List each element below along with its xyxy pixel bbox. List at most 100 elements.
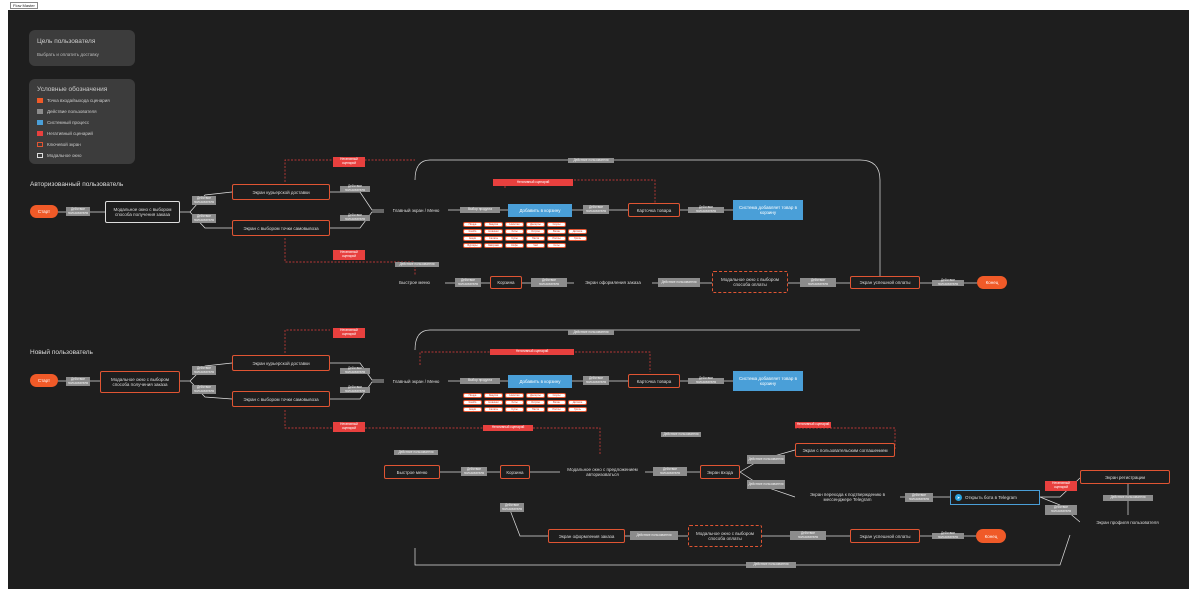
category-chip[interactable]: Паста	[526, 407, 545, 412]
category-chip[interactable]: Хиты	[505, 400, 524, 405]
action-label: Действие пользователя	[905, 493, 933, 502]
action-label: Действие пользователя	[932, 279, 964, 286]
action-label: Действие пользователя	[800, 278, 836, 287]
category-chip[interactable]: Комбо	[463, 229, 482, 234]
flow-auth-menu-screen[interactable]: Главный экран / Меню	[384, 203, 448, 217]
category-chip[interactable]: Детское	[568, 229, 587, 234]
flow-new-register[interactable]: Экран регистрации	[1080, 470, 1170, 484]
action-label: Действие пользователя	[746, 562, 796, 568]
flow-new-pickup-screen[interactable]: Экран с выбором точки самовывоза	[232, 391, 330, 407]
flow-new-menu-screen[interactable]: Главный экран / Меню	[384, 374, 448, 388]
action-label: Действие пользователя	[66, 206, 90, 216]
flow-new-start[interactable]: Старт	[30, 374, 58, 387]
action-label: Действие пользователя	[66, 376, 90, 386]
flow-new-end[interactable]: Конец	[976, 529, 1006, 543]
category-chip[interactable]: Кофе	[505, 243, 524, 248]
category-chip[interactable]: Паста	[526, 236, 545, 241]
category-chip[interactable]: Напитки	[505, 222, 524, 227]
legend-swatch-key-screen	[37, 142, 43, 147]
flow-new-agreement[interactable]: Экран с пользовательским соглашением	[795, 443, 895, 457]
action-label: Действие пользователя	[340, 386, 370, 393]
category-chip[interactable]: Чай	[526, 243, 545, 248]
flow-new-login-screen[interactable]: Экран входа	[700, 465, 740, 479]
action-label: Действие пользователя	[688, 206, 724, 213]
action-label: Действие пользователя	[1103, 495, 1153, 501]
flow-new-success[interactable]: Экран успешной оплаты	[850, 529, 920, 543]
category-chip[interactable]: Закуски	[484, 222, 503, 227]
flow-new-system-add: Система добавляет товар в корзину	[733, 371, 803, 391]
flow-auth-alt-menu[interactable]: Быстрое меню	[384, 276, 445, 289]
action-label: Действие пользователя	[192, 365, 216, 375]
category-chip[interactable]: Соусы	[547, 393, 566, 398]
flow-new-auth-modal[interactable]: Модальное окно с предложением авторизова…	[560, 461, 645, 483]
legend-item: Негативный сценарий	[37, 131, 93, 136]
flow-new-checkout[interactable]: Экран оформления заказа	[548, 529, 625, 543]
category-chip[interactable]: Острое	[526, 400, 545, 405]
flow-new-product-card[interactable]: Карточка товара	[628, 374, 680, 388]
category-chip[interactable]: Комбо	[463, 400, 482, 405]
category-chip[interactable]: Бургеры	[463, 243, 482, 248]
action-label: Действие пользователя	[500, 502, 524, 512]
negative-label: Негативный сценарий	[490, 349, 574, 355]
flow-auth-success[interactable]: Экран успешной оплаты	[850, 276, 920, 289]
flow-new-cart[interactable]: Корзина	[500, 465, 530, 479]
action-label: Действие пользователя	[630, 531, 678, 540]
category-chip[interactable]: Десерты	[526, 222, 545, 227]
flow-auth-checkout[interactable]: Экран оформления заказа	[574, 276, 652, 289]
category-chip[interactable]: Роллы	[547, 407, 566, 412]
flow-auth-add-to-cart[interactable]: Добавить в корзину	[508, 204, 572, 217]
category-chip[interactable]: Супы	[505, 236, 524, 241]
category-chip[interactable]: Веган	[547, 229, 566, 234]
flow-auth-end[interactable]: Конец	[977, 276, 1007, 289]
flow-new-telegram-button[interactable]: ➤ Открыть бота в Telegram	[950, 490, 1040, 505]
flow-new-telegram-screen[interactable]: Экран перехода к подтверждению в мессенд…	[795, 488, 900, 506]
category-chip[interactable]: Роллы	[547, 236, 566, 241]
action-label: Действие пользователя	[461, 467, 487, 476]
legend-item: Точка входа/выхода сценария	[37, 98, 110, 103]
category-chip[interactable]: Соусы	[547, 222, 566, 227]
flow-auth-cart[interactable]: Корзина	[490, 276, 522, 289]
category-chip[interactable]: Гриль	[568, 236, 587, 241]
category-chip[interactable]: Акции	[463, 407, 482, 412]
category-chip[interactable]: Новинки	[484, 400, 503, 405]
category-chip[interactable]: Акции	[463, 236, 482, 241]
flow-new-courier-screen[interactable]: Экран курьерской доставки	[232, 355, 330, 371]
category-chip[interactable]: Острое	[526, 229, 545, 234]
category-chip[interactable]: Салаты	[484, 236, 503, 241]
category-chip[interactable]: Закуски	[484, 393, 503, 398]
category-chip[interactable]: Супы	[505, 407, 524, 412]
category-chip[interactable]: Напитки	[505, 393, 524, 398]
legend-swatch-system	[37, 120, 43, 125]
flow-auth-pickup-screen[interactable]: Экран с выбором точки самовывоза	[232, 220, 330, 236]
category-chip[interactable]: Пицца	[463, 393, 482, 398]
legend-item: Ключевой экран	[37, 142, 81, 147]
category-chip[interactable]: Веган	[547, 400, 566, 405]
flow-new-alt-menu[interactable]: Быстрое меню	[384, 465, 440, 479]
category-chip[interactable]: Салаты	[484, 407, 503, 412]
flow-new-profile[interactable]: Экран профиля пользователя	[1080, 515, 1175, 529]
legend-swatch-entry	[37, 98, 43, 103]
flow-new-modal-choice[interactable]: Модальное окно с выбором способа получен…	[100, 371, 180, 393]
action-label: Действие пользователя	[658, 278, 700, 287]
category-chip[interactable]: Новинки	[484, 229, 503, 234]
category-chip[interactable]: Пицца	[463, 222, 482, 227]
flow-auth-product-card[interactable]: Карточка товара	[628, 203, 680, 217]
flow-new-pay-modal[interactable]: Модальное окно с выбором способа оплаты	[688, 525, 762, 547]
flow-auth-title: Авторизованный пользователь	[30, 181, 124, 188]
flow-auth-pay-modal[interactable]: Модальное окно с выбором способа оплаты	[712, 271, 788, 293]
flow-auth-modal-choice[interactable]: Модальное окно с выбором способа получен…	[105, 201, 180, 223]
action-label: Действие пользователя	[455, 278, 481, 287]
flow-new-add-to-cart[interactable]: Добавить в корзину	[508, 375, 572, 388]
frame-label: Flow Master	[10, 2, 38, 9]
category-chip[interactable]: Завтраки	[484, 243, 503, 248]
flow-auth-courier-screen[interactable]: Экран курьерской доставки	[232, 184, 330, 200]
negative-label: Негативный сценарий	[333, 250, 365, 260]
legend-swatch-negative	[37, 131, 43, 136]
category-chip[interactable]: Сеты	[547, 243, 566, 248]
category-chip[interactable]: Детское	[568, 400, 587, 405]
flow-auth-start[interactable]: Старт	[30, 205, 58, 218]
category-chip[interactable]: Гриль	[568, 407, 587, 412]
negative-label: Негативный сценарий	[493, 179, 573, 186]
category-chip[interactable]: Хиты	[505, 229, 524, 234]
category-chip[interactable]: Десерты	[526, 393, 545, 398]
